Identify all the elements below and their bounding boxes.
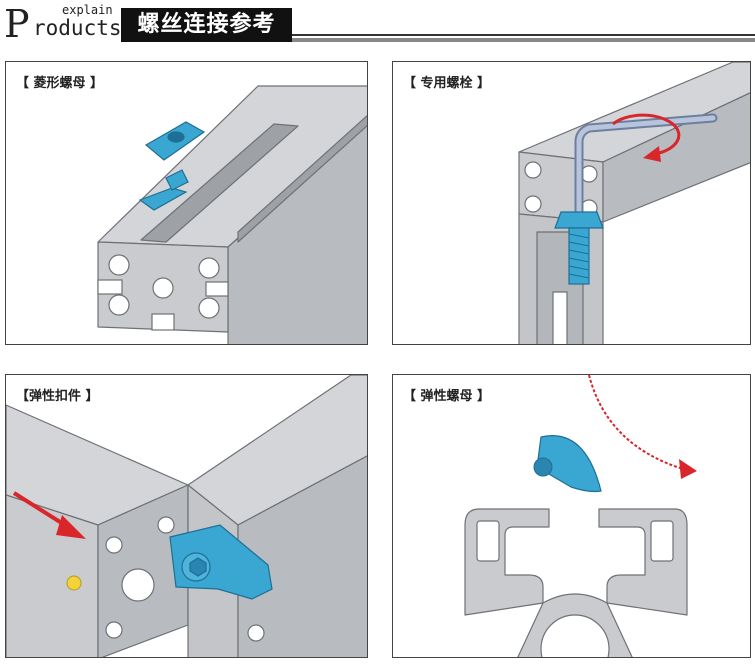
nut-slot (138, 169, 189, 211)
logo-word: roducts (33, 16, 122, 40)
panel-spring-clip: 【弹性扣件 】 (5, 374, 368, 658)
header-rule-thick (292, 38, 755, 42)
special-bolt-illustration (518, 62, 750, 344)
panel-label: 【 菱形螺母 】 (16, 76, 104, 91)
rotation-arrow (612, 113, 681, 156)
red-arrow (12, 491, 86, 539)
rotation-arrow (588, 375, 697, 479)
spring-nut-illustration (464, 375, 697, 657)
nut-top (144, 121, 206, 161)
logo-superscript: explain (62, 3, 113, 17)
panel-label: 【 专用螺栓 】 (403, 76, 491, 91)
panel-spring-nut: 【 弹性螺母 】 (392, 374, 751, 658)
panel-label: 【弹性扣件 】 (16, 389, 99, 404)
bolt (554, 211, 604, 285)
panel-special-bolt: 【 专用螺栓 】 (392, 61, 751, 345)
yellow-marker (66, 575, 82, 591)
header-rule (292, 34, 755, 36)
panel-label: 【 弹性螺母 】 (403, 389, 491, 404)
diamond-nut-illustration (97, 85, 367, 344)
spring-nut (533, 435, 602, 493)
panel-diamond-nut: 【 菱形螺母 】 (5, 61, 368, 345)
section-title: 螺丝连接参考 (121, 8, 292, 42)
spring-clip-illustration (6, 375, 367, 657)
spring-clip (169, 524, 273, 600)
page-header: P roducts explain 螺丝连接参考 (0, 0, 755, 48)
logo-letter: P (4, 2, 30, 46)
